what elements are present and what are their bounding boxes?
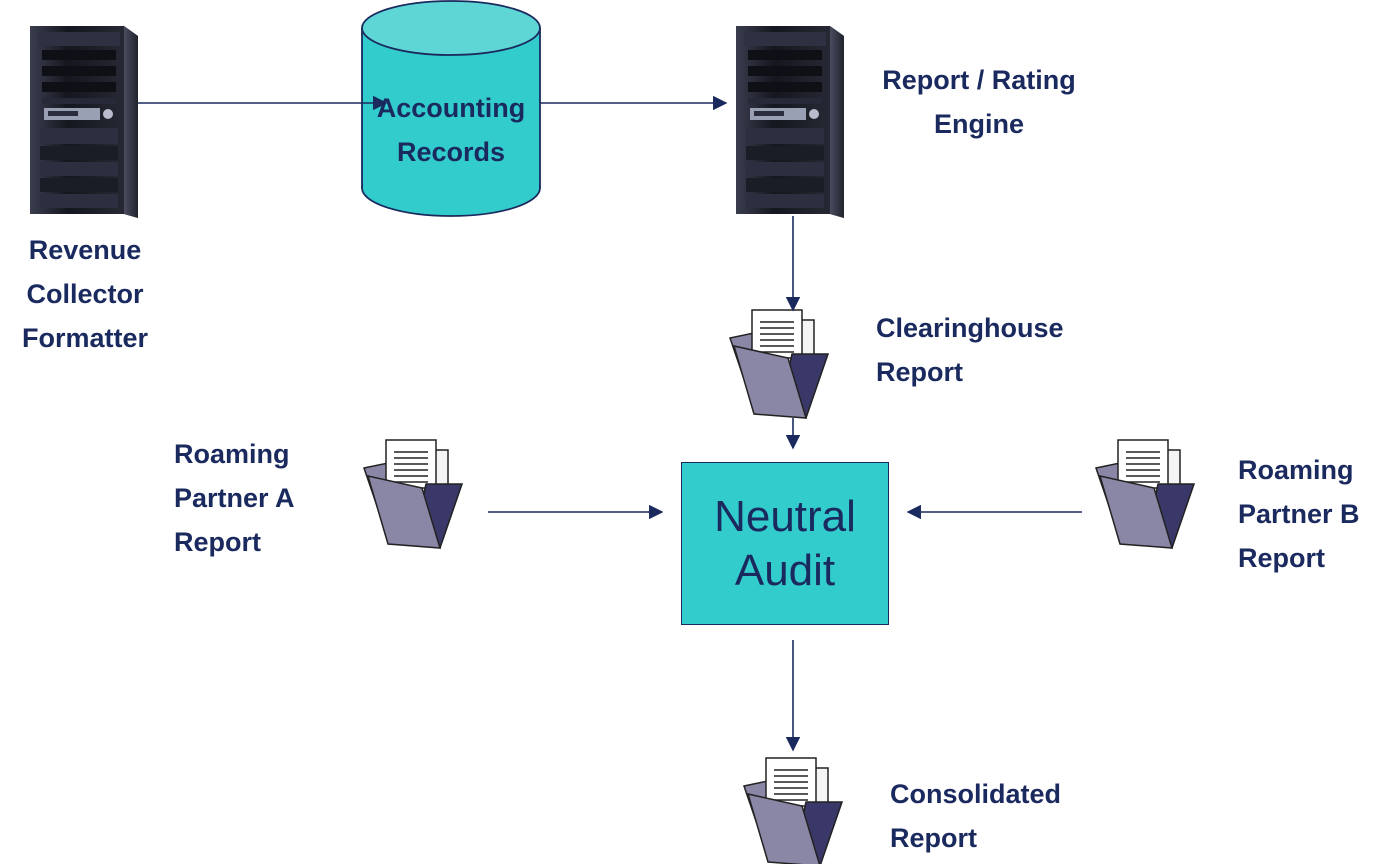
clearinghouse-report-folder-icon <box>729 309 829 419</box>
consolidated-report-label: Consolidated Report <box>890 779 1062 853</box>
neutral-audit-line1: Neutral <box>714 491 856 541</box>
report-engine-server-icon <box>736 26 844 218</box>
clearinghouse-report-label: Clearinghouse Report <box>876 313 1064 387</box>
neutral-audit-box: Neutral Audit <box>681 462 889 625</box>
neutral-audit-line2: Audit <box>734 545 836 595</box>
accounting-records-label: Accounting Records <box>376 93 526 167</box>
accounting-records-database-icon <box>361 0 541 217</box>
revenue-collector-label: Revenue Collector Formatter <box>21 235 149 353</box>
report-engine-label: Report / Rating Engine <box>882 65 1076 139</box>
revenue-collector-server-icon <box>30 26 138 218</box>
roaming-partner-a-folder-icon <box>363 439 463 549</box>
roaming-partner-b-folder-icon <box>1095 439 1195 549</box>
consolidated-report-folder-icon <box>743 757 843 864</box>
roaming-partner-b-label: Roaming Partner B Report <box>1238 455 1360 573</box>
roaming-partner-a-label: Roaming Partner A Report <box>174 439 295 557</box>
